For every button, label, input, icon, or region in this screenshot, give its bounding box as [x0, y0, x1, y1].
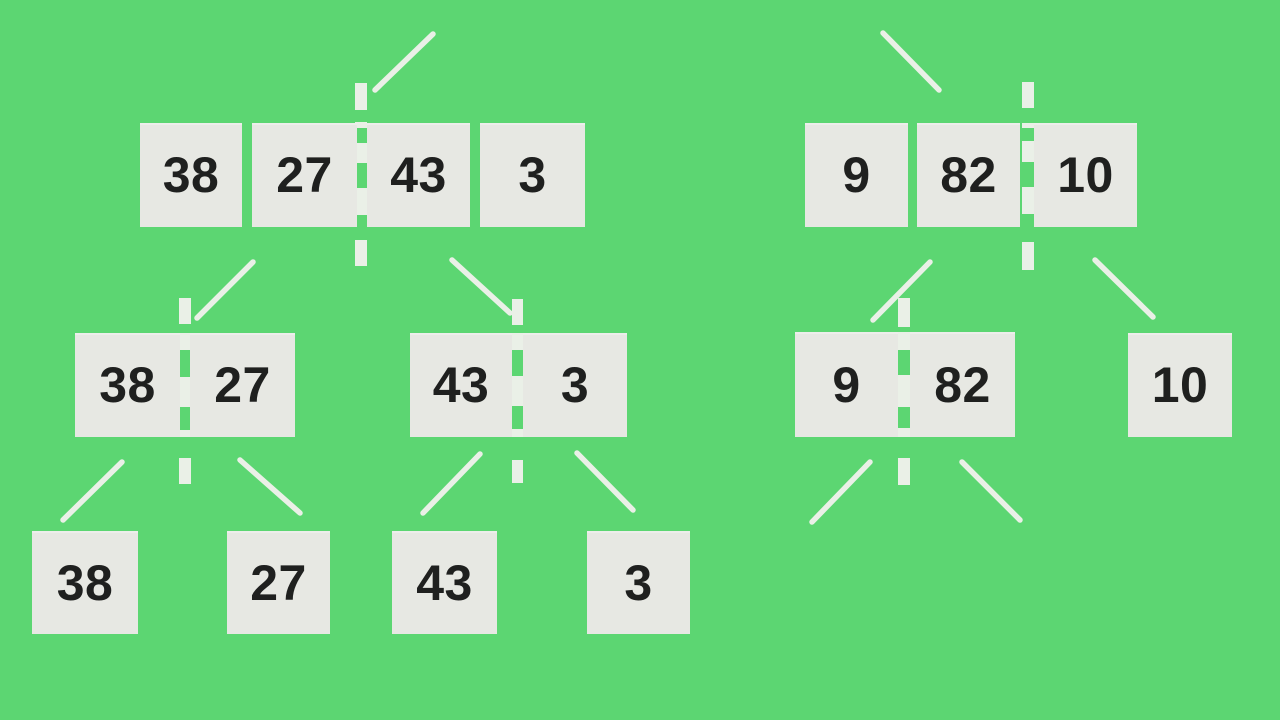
level2-split-43-3-dash — [512, 299, 523, 325]
split-connector-line — [449, 257, 513, 316]
level2-split-43-3-dash — [512, 376, 523, 406]
array-cell-level1-82: 82 — [917, 123, 1020, 227]
level2-split-9-82-dash — [898, 428, 910, 437]
level2-split-43-3-dash — [512, 460, 523, 483]
array-cell-level2-27: 27 — [190, 333, 295, 437]
array-cell-level2-10: 10 — [1128, 333, 1232, 437]
split-connector-line — [60, 459, 125, 523]
split-connector-line — [870, 259, 933, 323]
split-connector-line — [194, 259, 256, 321]
level1-right-split-dash — [1022, 242, 1034, 270]
split-connector-line — [1092, 257, 1156, 320]
level2-split-9-82-dash — [898, 375, 910, 407]
level2-split-43-3-dash — [512, 333, 523, 350]
level2-split-38-27-dash — [179, 333, 191, 350]
array-cell-level1-9: 9 — [805, 123, 908, 227]
level1-left-split-dash — [355, 240, 367, 266]
array-cell-level3-43: 43 — [392, 531, 497, 634]
array-cell-level2-9: 9 — [795, 332, 898, 437]
array-cell-level1-3: 3 — [480, 123, 585, 227]
level2-split-43-3-dash — [512, 429, 523, 437]
array-cell-level3-3: 3 — [587, 531, 690, 634]
array-cell-level1-10: 10 — [1034, 123, 1137, 227]
level2-split-38-27-dash — [179, 430, 191, 437]
split-connector-line — [237, 457, 303, 516]
array-cell-level2-43: 43 — [410, 333, 512, 437]
array-cell-level2-82: 82 — [910, 332, 1015, 437]
level1-left-split-dash — [355, 122, 367, 128]
array-cell-level3-27: 27 — [227, 531, 330, 634]
level1-left-split-dash — [355, 143, 367, 163]
split-connector-line — [880, 30, 942, 93]
split-connector-line — [420, 451, 483, 516]
level2-split-38-27-dash — [179, 298, 191, 324]
split-connector-line — [574, 450, 636, 513]
level1-right-split-dash — [1022, 141, 1034, 162]
array-cell-level1-43: 43 — [367, 123, 470, 227]
level2-split-38-27-dash — [179, 377, 191, 407]
array-cell-level1-27: 27 — [252, 123, 357, 227]
level2-split-9-82-dash — [898, 458, 910, 485]
split-connector-line — [809, 459, 873, 525]
array-cell-level2-38: 38 — [75, 333, 180, 437]
split-connector-line — [959, 459, 1023, 523]
level2-split-9-82-dash — [898, 332, 910, 350]
level1-right-split-dash — [1022, 123, 1034, 128]
level1-left-split-dash — [355, 188, 367, 215]
level1-right-split-dash — [1022, 187, 1034, 214]
array-cell-level1-38: 38 — [140, 123, 242, 227]
array-cell-level2-3: 3 — [523, 333, 627, 437]
split-connector-line — [372, 31, 436, 93]
level2-split-38-27-dash — [179, 458, 191, 484]
level1-right-split-dash — [1022, 82, 1034, 108]
array-cell-level3-38: 38 — [32, 531, 138, 634]
level2-split-9-82-dash — [898, 298, 910, 327]
level1-left-split-dash — [355, 83, 367, 110]
